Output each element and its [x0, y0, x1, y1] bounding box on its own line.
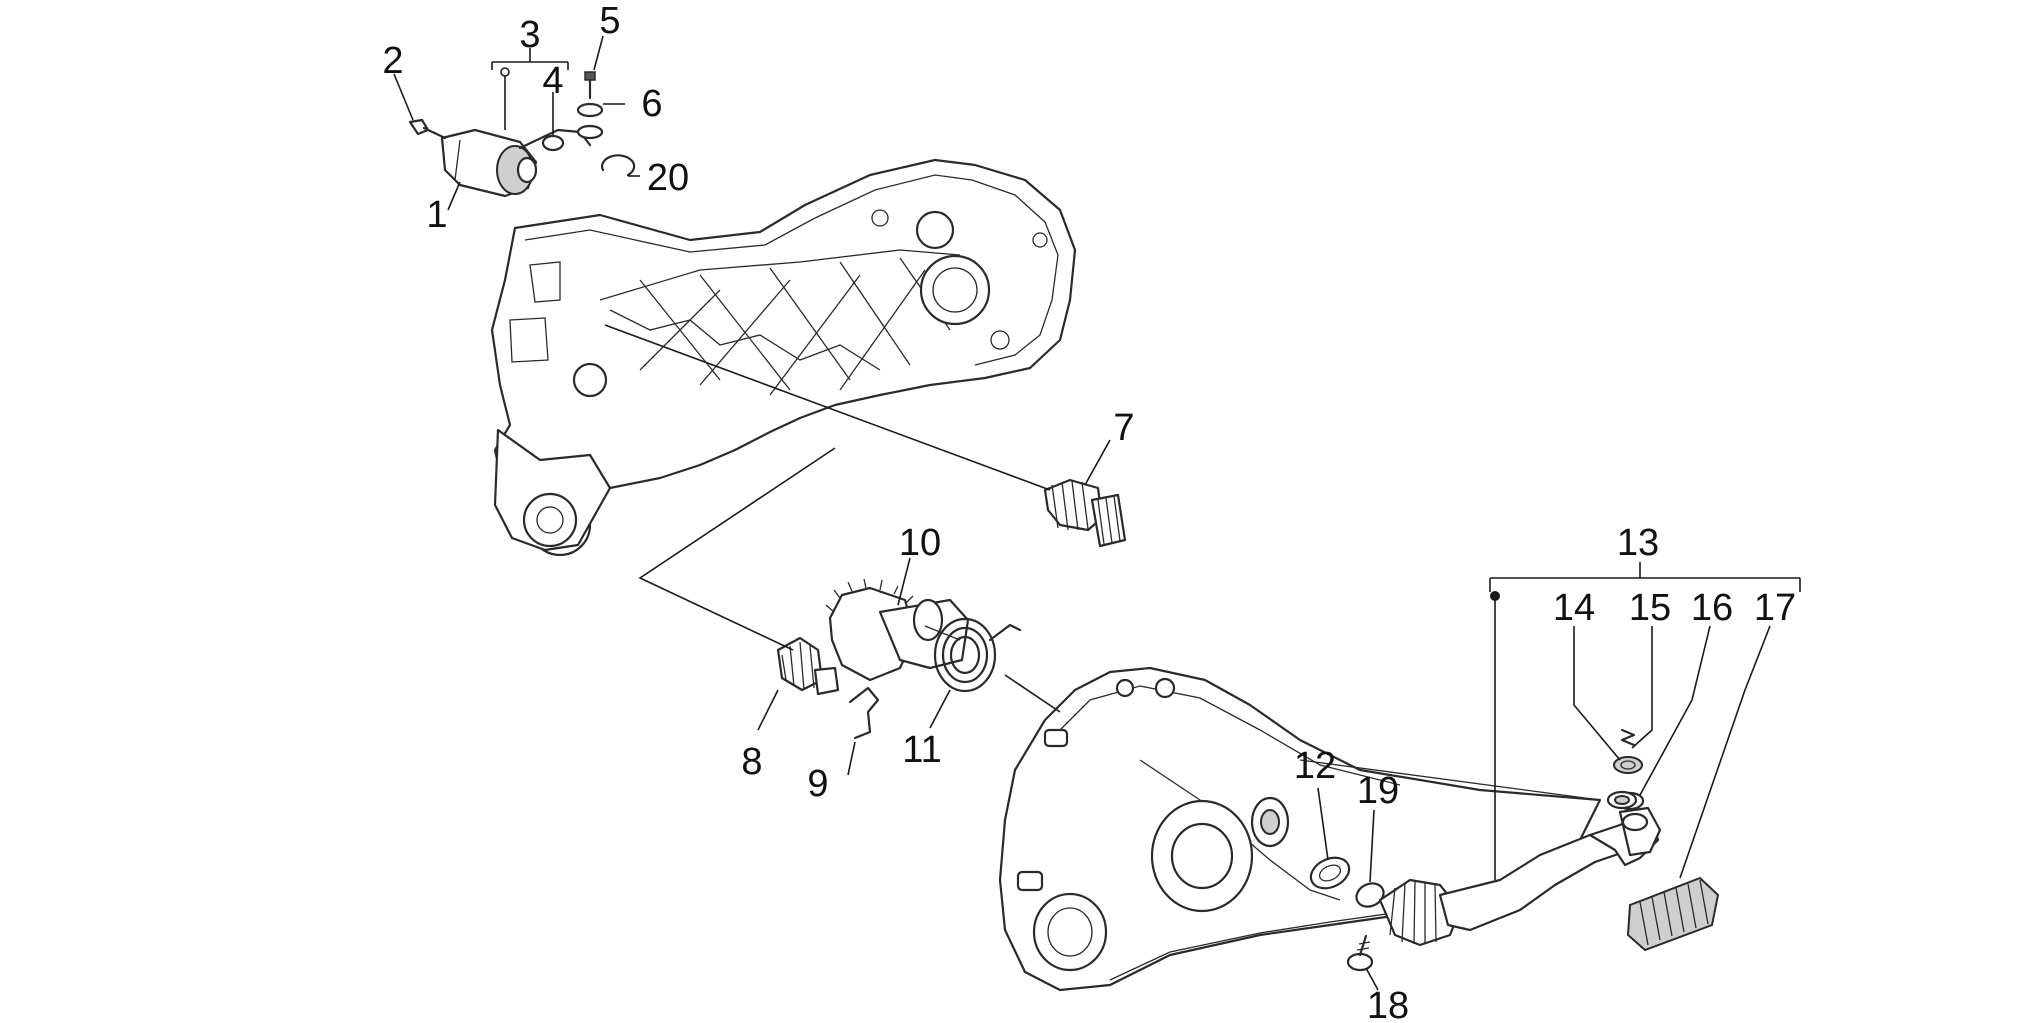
callout-15: 15: [1629, 587, 1671, 629]
seal-part-12: [1309, 856, 1351, 890]
bolt-part-5: [584, 71, 596, 100]
screw-part-2: [408, 118, 447, 140]
callout-2: 2: [382, 40, 403, 82]
callout-3: 3: [519, 14, 540, 56]
leader-lines: [393, 35, 1801, 991]
kick-start-lever: [1378, 728, 1662, 947]
callout-1: 1: [426, 194, 447, 236]
callout-8: 8: [741, 741, 762, 783]
washer-part-19: [1355, 882, 1385, 908]
gear-shaft-part-7: [1043, 478, 1127, 548]
callout-19: 19: [1357, 770, 1399, 812]
starter-motor: [440, 128, 592, 198]
callout-12: 12: [1294, 745, 1336, 787]
bolt-part-18: [1346, 934, 1374, 972]
callout-18: 18: [1367, 985, 1409, 1023]
clip-part-9: [848, 686, 880, 740]
washer-part-6: [576, 102, 604, 140]
callout-labels: 1 2 3 4 5 6 7 8 9 10 11 12 13 14 15 16 1…: [382, 0, 1796, 1023]
rubber-grip-part-17: [1626, 876, 1720, 952]
kick-sector-gear-part-10: [825, 578, 970, 682]
callout-11: 11: [902, 729, 941, 771]
callout-16: 16: [1691, 587, 1733, 629]
crankcase-housing: [490, 158, 1077, 557]
circlip-part-20: [601, 154, 636, 177]
callout-14: 14: [1553, 587, 1595, 629]
o-ring-part-4: [541, 134, 565, 152]
gear-part-8: [776, 636, 840, 696]
callout-13: 13: [1617, 522, 1659, 564]
callout-4: 4: [542, 60, 563, 102]
callout-6: 6: [641, 83, 662, 125]
callout-17: 17: [1754, 587, 1796, 629]
callout-9: 9: [807, 763, 828, 805]
callout-20: 20: [647, 157, 689, 199]
callout-7: 7: [1113, 407, 1134, 449]
callout-5: 5: [599, 0, 620, 42]
kick-spring-part-11: [933, 617, 1022, 693]
transmission-cover: [998, 666, 1602, 992]
callout-10: 10: [899, 522, 941, 564]
